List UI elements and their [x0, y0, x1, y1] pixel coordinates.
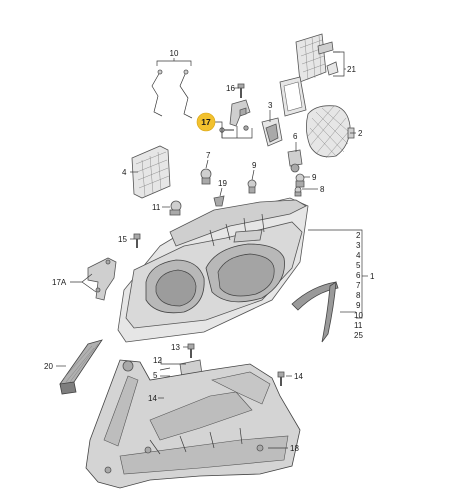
callout-13: 13 [171, 343, 180, 352]
list-item: 5 [356, 261, 361, 270]
part-7-bulb [200, 168, 212, 185]
list-item: 8 [356, 291, 361, 300]
part-16-screw [237, 83, 245, 98]
part-11-cap [169, 200, 182, 216]
callout-21: 21 [347, 65, 356, 74]
part-19-plug [213, 195, 225, 207]
callout-18: 18 [290, 444, 299, 453]
callout-16: 16 [226, 84, 235, 93]
callout-14-right: 14 [294, 372, 303, 381]
part-21-grille [295, 33, 334, 83]
list-item: 2 [356, 231, 361, 240]
part-8-bulb [294, 186, 302, 197]
list-item: 10 [354, 311, 363, 320]
list-item: 11 [354, 321, 363, 330]
part-9-bulb-right [295, 173, 305, 188]
list-item: 9 [356, 301, 361, 310]
callout-list-right: 2 3 4 5 6 7 8 9 10 11 25 [354, 231, 363, 340]
list-item: 3 [356, 241, 361, 250]
list-item: 25 [354, 331, 363, 340]
callout-19: 19 [218, 179, 227, 188]
list-item: 4 [356, 251, 361, 260]
headlight-housing [117, 197, 309, 343]
callout-20: 20 [44, 362, 53, 371]
part-2-grille [306, 105, 355, 159]
part-10-spring-clips [151, 69, 193, 119]
part-9-bulb-left [247, 179, 257, 194]
part-17-bracket [219, 99, 251, 133]
part-21-clip [326, 51, 340, 76]
callout-14-left: 14 [148, 394, 157, 403]
callout-5: 5 [153, 371, 158, 380]
part-14-screw-right [277, 371, 285, 386]
part-18-carrier-frame [85, 359, 301, 489]
callout-8: 8 [320, 185, 325, 194]
part-17a-bracket [87, 257, 117, 301]
callout-17: 17 [201, 117, 211, 127]
callout-15: 15 [118, 235, 127, 244]
part-3-adjuster [261, 117, 283, 147]
callout-10: 10 [170, 49, 179, 58]
list-item: 7 [356, 281, 361, 290]
callout-labels: 10 21 16 3 17 2 6 7 4 9 9 8 19 11 15 17A… [44, 49, 375, 453]
part-15-screw [133, 233, 141, 248]
part-6-bulb-socket [287, 149, 303, 173]
callout-9-right: 9 [312, 173, 317, 182]
callout-4: 4 [122, 168, 127, 177]
part-13-screw [187, 343, 195, 358]
highlight-marker [196, 112, 216, 132]
part-20-pad [59, 339, 103, 395]
part-21-frame [279, 76, 307, 117]
part-25-trim-strip [291, 281, 339, 343]
leader-lines [56, 51, 368, 449]
list-item: 6 [356, 271, 361, 280]
callout-11: 11 [152, 203, 161, 212]
callout-9-left: 9 [252, 161, 257, 170]
callout-6: 6 [293, 132, 298, 141]
callout-1: 1 [370, 272, 375, 281]
part-4-grille [131, 145, 171, 199]
callout-2: 2 [358, 129, 363, 138]
callout-3: 3 [268, 101, 273, 110]
callout-17a: 17A [52, 278, 67, 287]
callout-12: 12 [153, 356, 162, 365]
callout-7: 7 [206, 151, 211, 160]
